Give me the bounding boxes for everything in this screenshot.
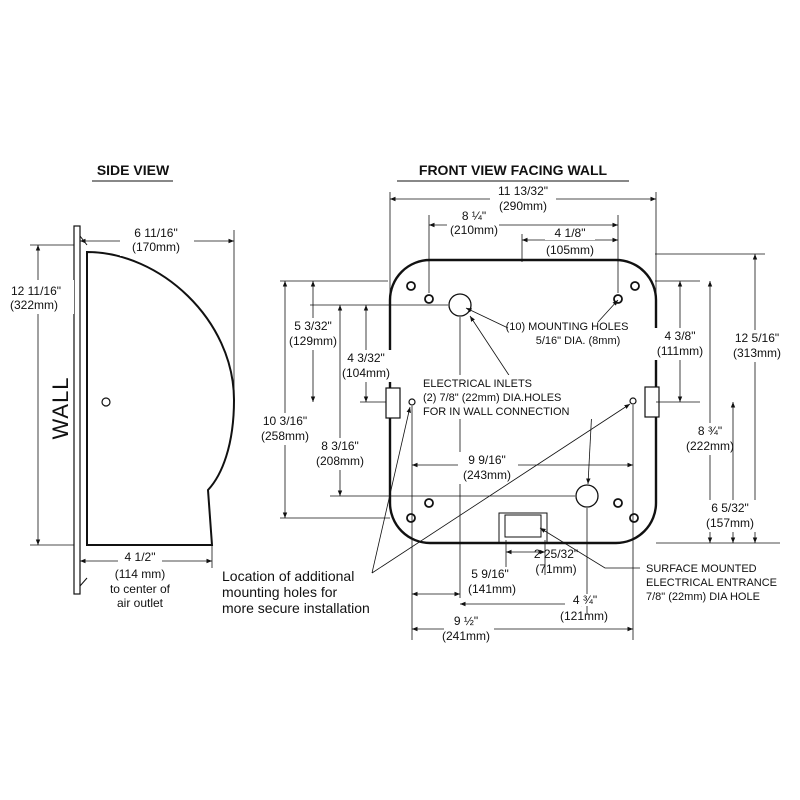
front-w-9-1-2-in: 9 ½"	[454, 614, 478, 628]
note-inlets-2: (2) 7/8" (22mm) DIA.HOLES	[423, 392, 561, 404]
dryer-side-profile	[86, 250, 236, 546]
front-view-title-group: FRONT VIEW FACING WALL	[397, 162, 629, 182]
mounting-hole	[613, 294, 623, 304]
front-h-4-3-32-in: 4 3/32"	[347, 351, 385, 365]
mounting-hole	[424, 294, 434, 304]
leader-surface-entrance	[539, 527, 640, 569]
front-h-5-3-32-in: 5 3/32"	[294, 319, 332, 333]
front-w-9-1-2-mm: (241mm)	[442, 629, 490, 643]
mounting-hole	[630, 281, 640, 291]
leader-mounting-holes-right	[597, 299, 619, 323]
note-surface-1: SURFACE MOUNTED	[646, 563, 757, 575]
front-w-4-3-4-mm: (121mm)	[560, 609, 608, 623]
left-inlet-tab	[385, 387, 401, 419]
mounting-holes-bottom-right	[613, 498, 639, 523]
front-w-9-9-16-in: 9 9/16"	[468, 453, 506, 467]
side-outlet-note-1: to center of	[110, 582, 171, 596]
wall-label: WALL	[48, 376, 73, 439]
front-w-4-3-4-in: 4 ¾"	[573, 593, 597, 607]
leader-additional-right	[371, 403, 631, 574]
front-w-2-25-32-in: 2 25/32"	[534, 547, 578, 561]
front-h-8-3-16-mm: (208mm)	[316, 454, 364, 468]
leader-mounting-holes	[465, 307, 509, 329]
electrical-inlet-hole-top	[448, 293, 472, 317]
front-w-5-9-16-in: 5 9/16"	[471, 567, 509, 581]
mounting-hole	[406, 513, 416, 523]
side-view-title: SIDE VIEW	[97, 162, 170, 178]
surface-entrance-notch	[498, 512, 548, 543]
surface-entrance-box	[504, 514, 542, 538]
front-view: 11 13/32" (290mm) 8 ¼" (210mm) 4 1/8" (1…	[222, 182, 788, 644]
front-h-6-5-32-in: 6 5/32"	[711, 501, 749, 515]
front-h-5-3-32-mm: (129mm)	[289, 334, 337, 348]
front-view-title: FRONT VIEW FACING WALL	[419, 162, 608, 178]
note-additional-1: Location of additional	[222, 568, 354, 584]
front-h-12-5-16-mm: (313mm)	[733, 346, 781, 360]
note-inlets-1: ELECTRICAL INLETS	[423, 378, 532, 390]
additional-hole-left	[408, 398, 416, 406]
front-overall-width-in: 11 13/32"	[498, 184, 548, 198]
additional-hole-right	[629, 397, 637, 405]
side-view-title-group: SIDE VIEW	[92, 162, 173, 182]
note-additional-3: more secure installation	[222, 600, 370, 616]
front-h-4-3-8-in: 4 3/8"	[665, 329, 696, 343]
side-outlet-note-2: air outlet	[117, 596, 164, 610]
mounting-hole	[613, 498, 623, 508]
side-height-mm: (322mm)	[10, 298, 58, 312]
note-additional-2: mounting holes for	[222, 584, 338, 600]
mounting-holes-bottom-left	[406, 498, 434, 523]
note-inlets-3: FOR IN WALL CONNECTION	[423, 406, 570, 418]
mounting-hole	[424, 498, 434, 508]
side-depth-mm: (170mm)	[132, 240, 180, 254]
front-w-5-9-16-mm: (141mm)	[468, 582, 516, 596]
front-overall-width-mm: (290mm)	[499, 199, 547, 213]
front-hole-span-mm: (210mm)	[450, 223, 498, 237]
mounting-hole	[406, 281, 416, 291]
side-outlet-mm: (114 mm)	[115, 567, 165, 581]
note-mounting-holes-2: 5/16" DIA. (8mm)	[536, 335, 621, 347]
front-half-span-in: 4 1/8"	[555, 226, 586, 240]
front-h-6-5-32-mm: (157mm)	[706, 516, 754, 530]
front-h-10-3-16-mm: (258mm)	[261, 429, 309, 443]
air-outlet-marker	[101, 397, 111, 407]
note-surface-3: 7/8" (22mm) DIA HOLE	[646, 591, 760, 603]
front-hole-span-in: 8 ¼"	[462, 209, 486, 223]
front-h-4-3-8-mm: (111mm)	[657, 344, 703, 358]
front-h-10-3-16-in: 10 3/16"	[263, 414, 307, 428]
side-outlet-in: 4 1/2"	[125, 550, 156, 564]
front-w-2-25-32-mm: (71mm)	[535, 562, 576, 576]
electrical-inlet-hole-bottom	[575, 484, 599, 508]
side-depth-in: 6 11/16"	[134, 226, 177, 240]
side-height-in: 12 11/16"	[11, 284, 61, 298]
front-h-4-3-32-mm: (104mm)	[342, 366, 390, 380]
front-w-9-9-16-mm: (243mm)	[463, 468, 511, 482]
mounting-holes-top-left	[406, 281, 434, 304]
side-view: WALL 12 11/16" (322mm) 6 11/16" (170mm) …	[2, 225, 236, 610]
front-h-12-5-16-in: 12 5/16"	[735, 331, 779, 345]
mounting-holes-top-right	[613, 281, 640, 304]
mounting-hole	[629, 513, 639, 523]
front-h-8-3-16-in: 8 3/16"	[321, 439, 359, 453]
front-h-8-3-4-in: 8 ¾"	[698, 424, 722, 438]
note-surface-2: ELECTRICAL ENTRANCE	[646, 577, 777, 589]
wall-plate	[73, 225, 81, 595]
front-h-8-3-4-mm: (222mm)	[686, 439, 734, 453]
leader-inlet-bottom	[586, 407, 593, 485]
front-half-span-mm: (105mm)	[546, 243, 594, 257]
note-mounting-holes-1: (10) MOUNTING HOLES	[506, 321, 629, 333]
leader-additional-left	[371, 406, 411, 574]
